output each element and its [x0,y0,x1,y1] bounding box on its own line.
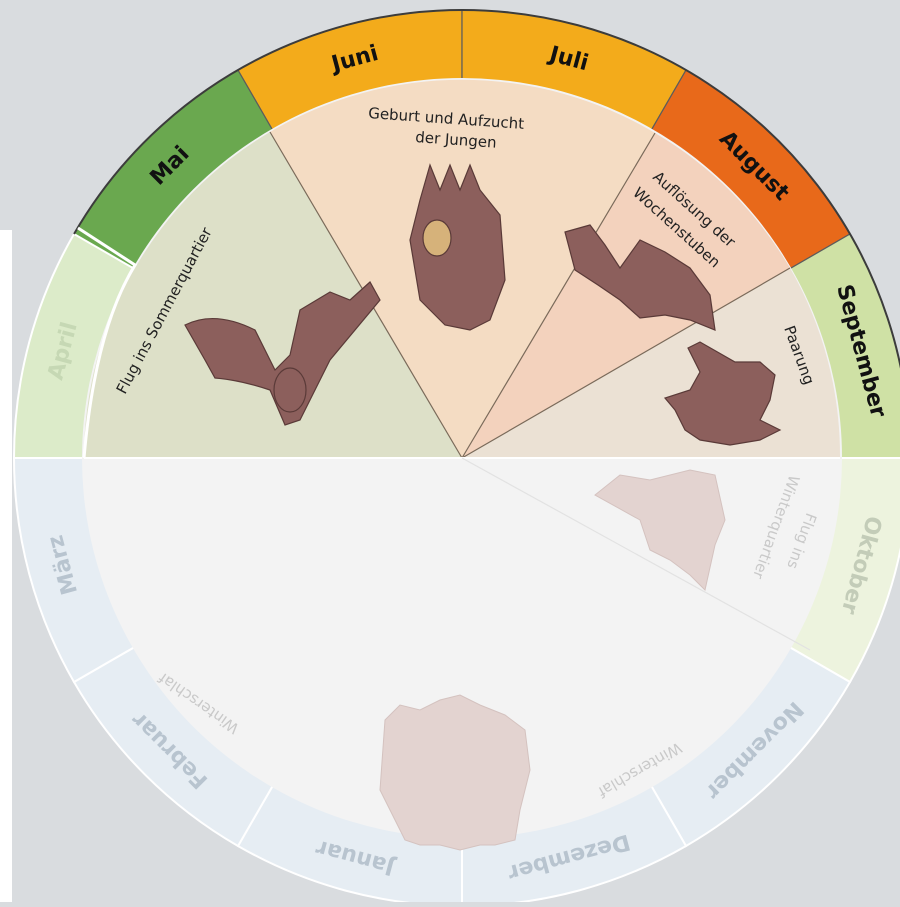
left-white-strip [0,230,12,902]
bats-hibernating-illustration [380,695,530,850]
